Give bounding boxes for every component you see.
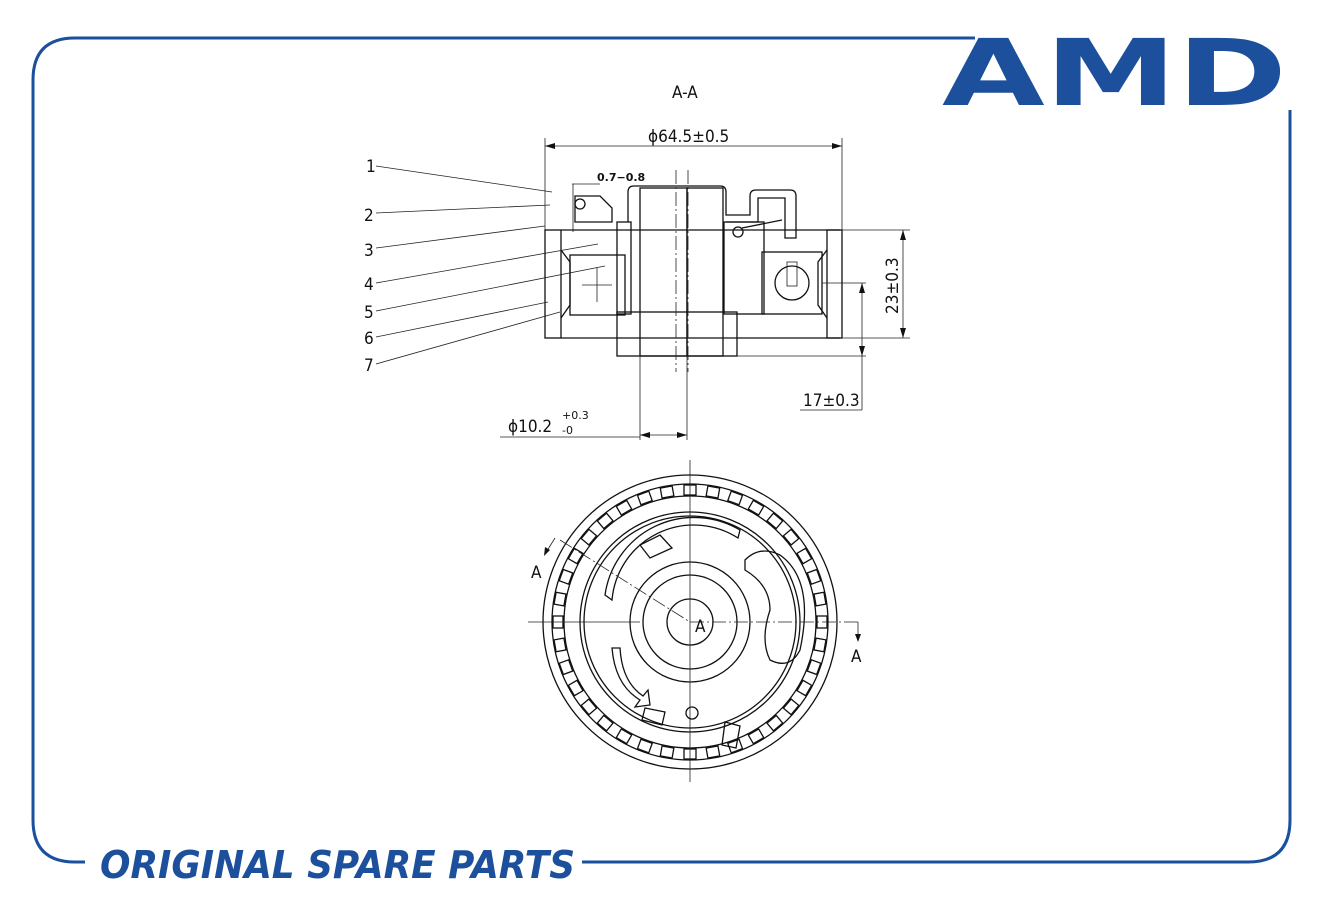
tooth bbox=[553, 637, 567, 653]
tooth bbox=[615, 499, 633, 516]
tooth bbox=[596, 512, 614, 530]
tooth bbox=[558, 658, 574, 676]
callout-3: 3 bbox=[364, 241, 374, 261]
callout-1: 1 bbox=[366, 157, 376, 177]
callout-6: 6 bbox=[364, 329, 374, 349]
tooth bbox=[806, 658, 822, 676]
tooth bbox=[705, 485, 721, 499]
tooth bbox=[747, 728, 765, 745]
tooth bbox=[813, 637, 827, 653]
tooth bbox=[766, 714, 784, 732]
tooth bbox=[659, 485, 675, 499]
bore-tol-upper: +0.3 bbox=[562, 409, 589, 422]
section-view: A-A ϕ64.5±0.5 0.7−0.8 bbox=[364, 83, 910, 440]
brand-logo: AMD bbox=[942, 20, 1287, 127]
tooth bbox=[553, 591, 567, 607]
drawing-frame bbox=[31, 36, 1292, 864]
tooth bbox=[705, 745, 721, 759]
section-marker-left: A bbox=[531, 563, 542, 583]
callout-7: 7 bbox=[364, 356, 374, 376]
bore-diameter-label: ϕ10.2 bbox=[508, 417, 552, 437]
callout-4: 4 bbox=[364, 275, 374, 295]
tooth bbox=[567, 679, 584, 697]
top-view: A A A bbox=[528, 460, 862, 782]
callouts: 1 2 3 4 5 6 7 bbox=[364, 157, 606, 376]
tooth bbox=[726, 490, 744, 506]
tooth bbox=[615, 728, 633, 745]
tooth bbox=[580, 698, 598, 716]
center-label: A bbox=[695, 617, 706, 637]
height-offset-label: 17±0.3 bbox=[803, 391, 860, 411]
tooth bbox=[567, 547, 584, 565]
tooth bbox=[636, 490, 654, 506]
tooth bbox=[580, 528, 598, 546]
tooth bbox=[813, 591, 827, 607]
callout-5: 5 bbox=[364, 303, 374, 323]
tooth bbox=[659, 745, 675, 759]
tooth bbox=[796, 547, 813, 565]
tooth bbox=[596, 714, 614, 732]
tooth bbox=[726, 738, 744, 754]
tooth bbox=[782, 528, 800, 546]
tooth bbox=[806, 568, 822, 586]
section-title: A-A bbox=[672, 83, 698, 103]
bore-tol-lower: -0 bbox=[562, 424, 573, 437]
outer-diameter-label: ϕ64.5±0.5 bbox=[648, 127, 729, 147]
tooth bbox=[766, 512, 784, 530]
tooth bbox=[782, 698, 800, 716]
tooth bbox=[796, 679, 813, 697]
tooth bbox=[747, 499, 765, 516]
tooth bbox=[558, 568, 574, 586]
brand-tagline: ORIGINAL SPARE PARTS bbox=[100, 843, 575, 887]
height-total-label: 23±0.3 bbox=[883, 257, 903, 314]
gap-label: 0.7−0.8 bbox=[597, 171, 645, 184]
section-marker-right: A bbox=[851, 647, 862, 667]
tooth bbox=[636, 738, 654, 754]
callout-2: 2 bbox=[364, 206, 374, 226]
